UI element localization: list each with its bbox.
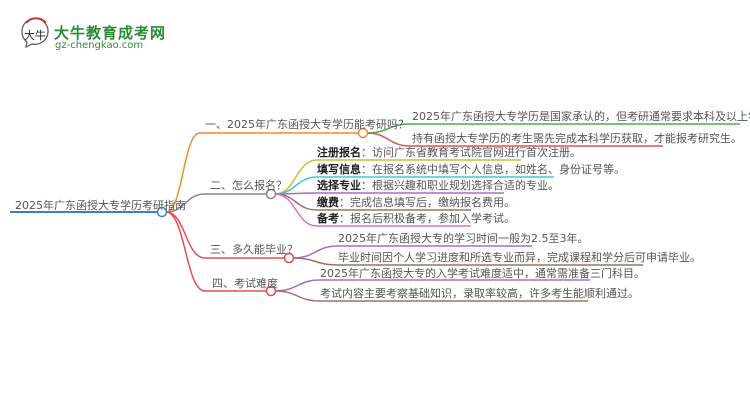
logo-title: 大牛教育成考网 (54, 24, 167, 42)
root-collapse-toggle (156, 206, 168, 218)
logo-url: gz-chengkao.com (55, 40, 144, 51)
leaf-key: 备考 (317, 212, 339, 225)
leaf-1-1[interactable]: 2025年广东函授大专学历是国家承认的，但考研通常要求本科及以上学历。 (412, 110, 750, 123)
leaf-key: 填写信息 (317, 163, 361, 176)
collapse-toggle (265, 188, 277, 200)
leaf-text: ：在报名系统中填写个人信息，如姓名、身份证号等。 (361, 163, 625, 176)
leaf-2-5[interactable]: 备考：报名后积极备考，参加入学考试。 (317, 212, 515, 225)
svg-text:大牛: 大牛 (24, 28, 46, 42)
leaf-connector (274, 193, 318, 211)
leaf-key: 选择专业 (317, 179, 361, 192)
leaf-2-1[interactable]: 注册报名：访问广东省教育考试院官网进行首次注册。 (317, 146, 581, 159)
branch-2[interactable]: 二、怎么报名？ (210, 179, 287, 192)
leaf-key: 缴费 (317, 196, 339, 209)
leaf-connector (274, 279, 321, 292)
leaf-text: ：访问广东省教育考试院官网进行首次注册。 (361, 146, 581, 159)
collapse-toggle (283, 252, 295, 264)
branch-connector (165, 211, 206, 292)
leaf-text: ：根据兴趣和职业规划选择合适的专业。 (361, 179, 559, 192)
leaf-connector (366, 132, 411, 147)
leaf-text: ：完成信息填写后，缴纳报名费用。 (339, 196, 515, 209)
leaf-4-2[interactable]: 考试内容主要考察基础知识，录取率较高，许多考生能顺利通过。 (320, 287, 639, 300)
branch-connector (165, 132, 201, 213)
logo-icon: 大牛 (21, 17, 49, 48)
leaf-3-2[interactable]: 毕业时间因个人学习进度和所选专业而异，完成课程和学分后可申请毕业。 (338, 251, 701, 264)
branch-3[interactable]: 三、多久能毕业？ (210, 243, 298, 256)
leaf-3-1[interactable]: 2025年广东函授大专的学习时间一般为2.5至3年。 (338, 232, 589, 245)
collapse-toggle (265, 285, 277, 297)
leaf-connector (292, 245, 339, 259)
root-topic[interactable]: 2025年广东函授大专学历考研指南 (15, 199, 186, 212)
leaf-connector (274, 193, 318, 227)
branch-connector (165, 193, 206, 213)
leaf-connector (274, 290, 321, 302)
leaf-4-1[interactable]: 2025年广东函授大专的入学考试难度适中，通常需准备三门科目。 (320, 267, 645, 280)
branch-4[interactable]: 四、考试难度 (212, 277, 278, 290)
branch-1[interactable]: 一、2025年广东函授大专学历能考研吗？ (205, 118, 409, 131)
leaf-2-4[interactable]: 缴费：完成信息填写后，缴纳报名费用。 (317, 196, 515, 209)
collapse-toggle (357, 127, 369, 139)
leaf-text: ：报名后积极备考，参加入学考试。 (339, 212, 515, 225)
leaf-2-3[interactable]: 选择专业：根据兴趣和职业规划选择合适的专业。 (317, 179, 559, 192)
leaf-key: 注册报名 (317, 146, 361, 159)
leaf-connector (292, 257, 339, 266)
leaf-2-2[interactable]: 填写信息：在报名系统中填写个人信息，如姓名、身份证号等。 (317, 163, 625, 176)
leaf-1-2[interactable]: 持有函授大专学历的考生需先完成本科学历获取，才能报考研究生。 (412, 132, 742, 145)
